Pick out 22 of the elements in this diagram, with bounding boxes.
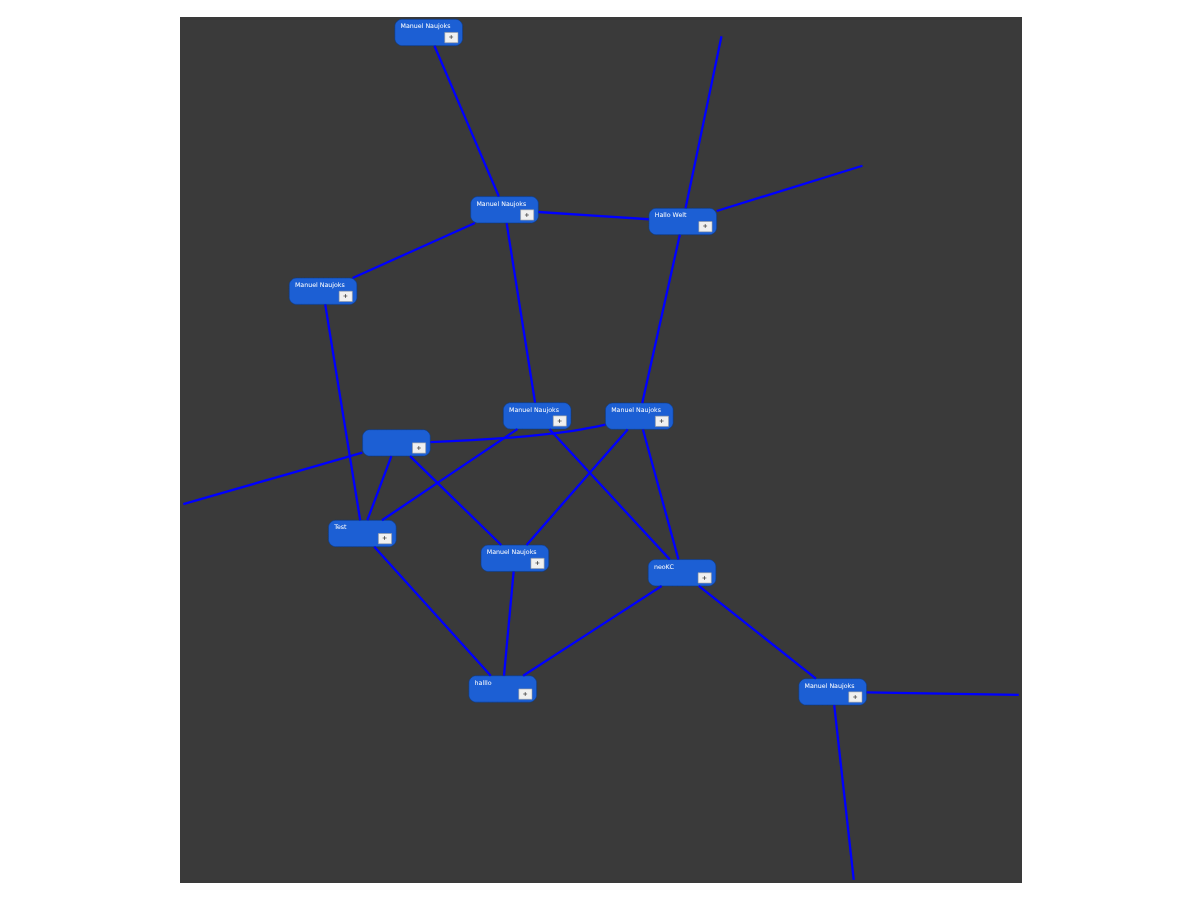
- connector: [640, 429, 679, 560]
- connector: [524, 428, 628, 546]
- connector: [697, 585, 816, 680]
- connector: [432, 45, 499, 197]
- connector: [351, 222, 475, 279]
- connector: [408, 455, 502, 546]
- connector: [380, 428, 518, 522]
- connector: [504, 222, 536, 403]
- connector: [501, 571, 514, 676]
- connector: [865, 691, 1018, 697]
- connector: [372, 545, 491, 677]
- connector: [640, 234, 680, 404]
- connector: [832, 705, 854, 880]
- connector: [365, 455, 392, 521]
- connector: [182, 451, 362, 506]
- connector: [521, 585, 662, 677]
- connector: [683, 36, 722, 209]
- connector: [547, 428, 670, 561]
- connector: [323, 304, 361, 521]
- connector: [429, 423, 605, 444]
- connector: [715, 164, 862, 213]
- connector: [537, 210, 648, 221]
